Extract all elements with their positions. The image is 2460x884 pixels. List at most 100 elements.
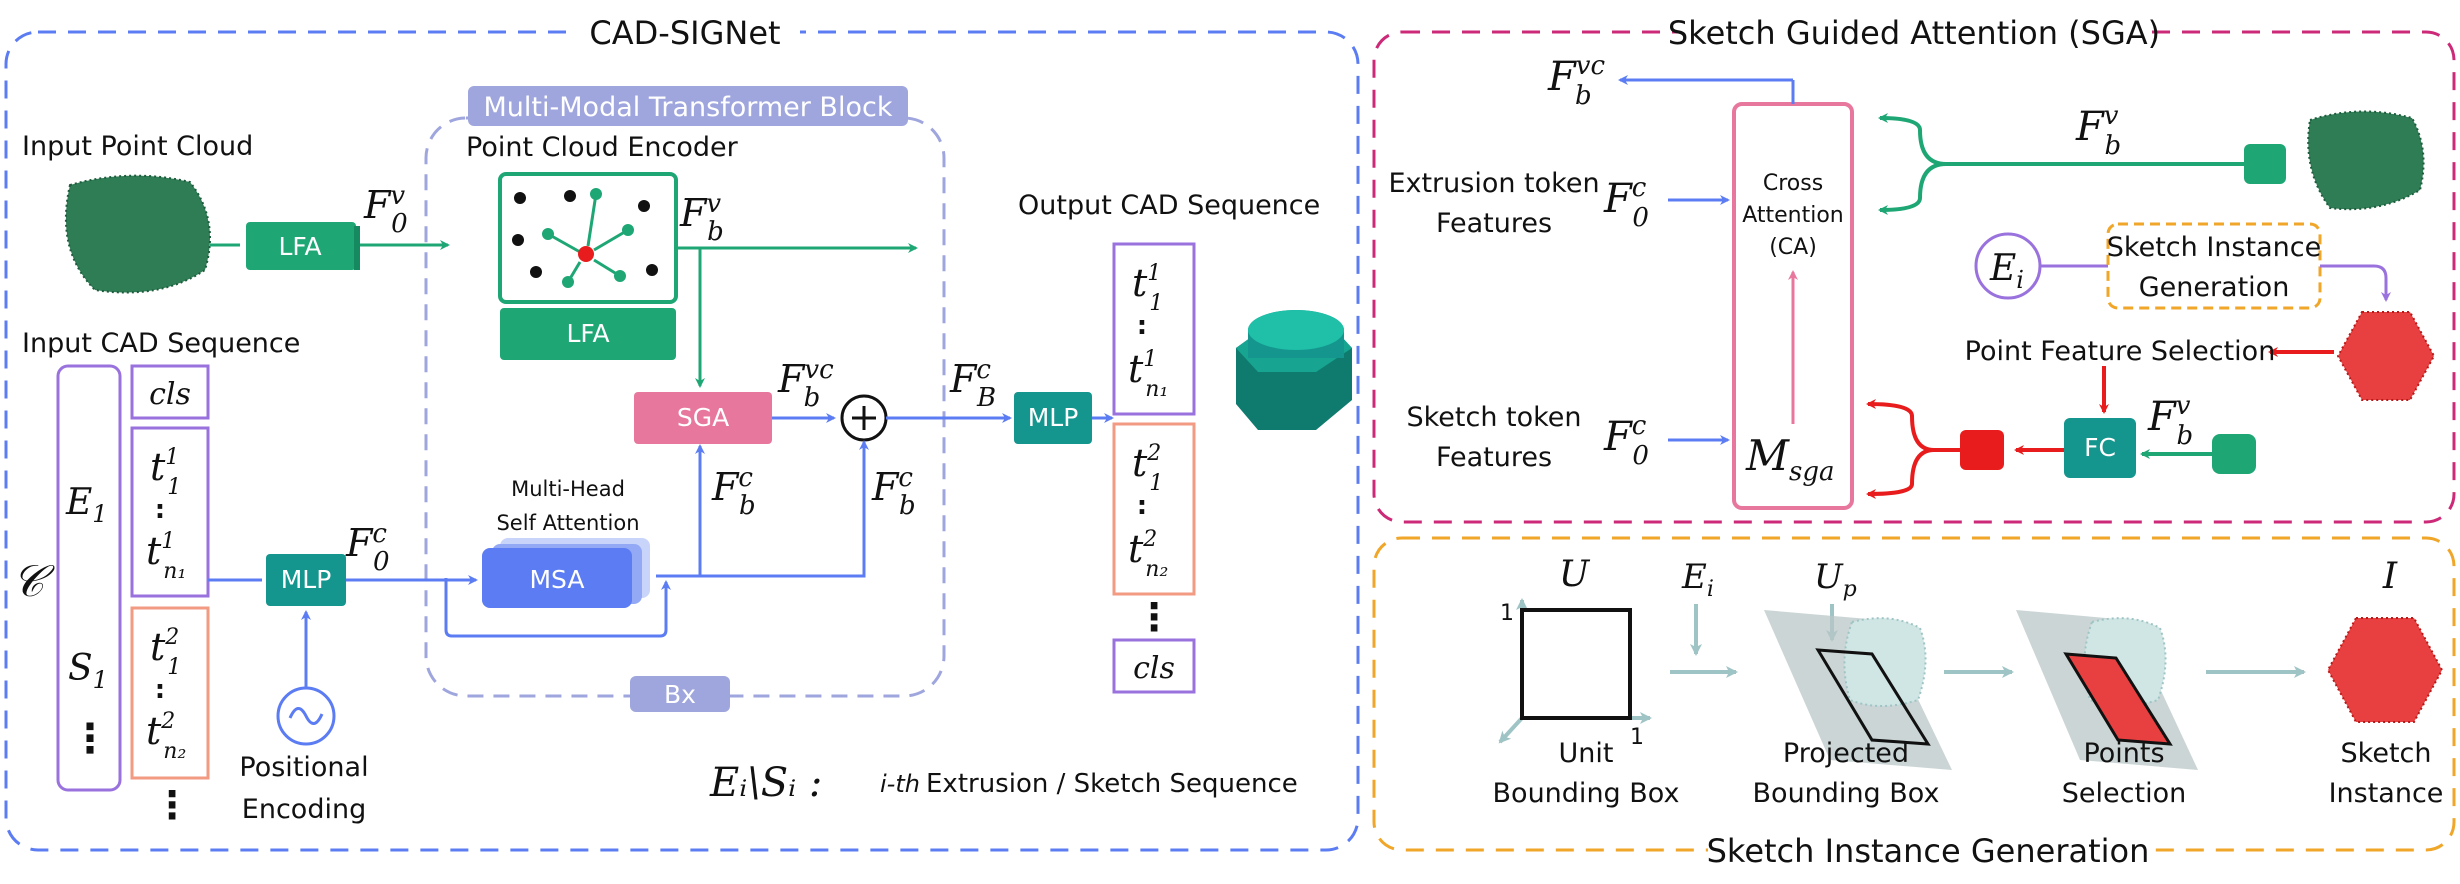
svg-text::: : bbox=[155, 675, 165, 705]
svg-text:cls: cls bbox=[149, 377, 191, 412]
mlp-input-label: MLP bbox=[281, 565, 332, 594]
points-selection-line1: Points bbox=[2083, 738, 2164, 769]
sga-sketch-instance bbox=[2336, 311, 2436, 401]
fc-label: FC bbox=[2084, 433, 2116, 462]
mmtb-title: Multi-Modal Transformer Block bbox=[484, 92, 893, 123]
svg-text:t11: t11 bbox=[1132, 261, 1163, 316]
ca-line2: Attention bbox=[1742, 203, 1844, 228]
mlp-input-block bbox=[266, 554, 346, 606]
sig-panel bbox=[1372, 536, 2456, 852]
svg-text:1: 1 bbox=[1500, 601, 1514, 626]
sketch-token-group-input bbox=[130, 606, 210, 780]
input-cad-sequence-label: Input CAD Sequence bbox=[22, 328, 300, 359]
mlp-output-label: MLP bbox=[1028, 403, 1079, 432]
sga-red-feature-node bbox=[1960, 430, 2004, 470]
local-feature-points bbox=[512, 188, 658, 288]
cad-seq-vdots: ⋮ bbox=[70, 716, 110, 762]
input-point-cloud-label: Input Point Cloud bbox=[22, 131, 253, 162]
sig-Ei-symbol: Ei bbox=[1681, 557, 1714, 602]
cad-seq-bracket bbox=[56, 364, 122, 792]
extrusion-token-group-output bbox=[1112, 242, 1196, 416]
sketch-token-line1: Sketch token bbox=[1406, 402, 1581, 433]
S1-symbol: S1 bbox=[68, 648, 108, 694]
sga-sig-block bbox=[2106, 222, 2322, 310]
sketch-instance-line1: Sketch bbox=[2341, 738, 2432, 769]
legend-ith: i-th bbox=[880, 770, 920, 798]
sig-sketch-instance bbox=[2326, 617, 2444, 723]
fc-block bbox=[2064, 418, 2136, 478]
sketch-token-group-output bbox=[1112, 422, 1196, 596]
sga-panel-title: Sketch Guided Attention (SGA) bbox=[1668, 14, 2160, 52]
unit-bbox-line1: Unit bbox=[1559, 738, 1614, 769]
Up-symbol: Up bbox=[1814, 557, 1857, 602]
mhsa-line2: Self Attention bbox=[496, 511, 639, 535]
sga-green-feature-node bbox=[2244, 144, 2286, 184]
cls-token-output bbox=[1112, 638, 1196, 694]
svg-text:t11: t11 bbox=[150, 445, 181, 500]
unit-bbox-line2: Bounding Box bbox=[1493, 778, 1680, 809]
projected-bbox-line1: Projected bbox=[1783, 738, 1909, 769]
sga-sig-line1: Sketch Instance bbox=[2107, 232, 2321, 263]
svg-text:cls: cls bbox=[1133, 651, 1175, 686]
extrusion-token-line2: Features bbox=[1436, 208, 1552, 239]
cad-signet-title: CAD-SIGNet bbox=[589, 14, 780, 52]
lfa-input-block bbox=[246, 222, 356, 270]
positional-encoding-line1: Positional bbox=[239, 752, 368, 783]
sga-sig-line2: Generation bbox=[2139, 272, 2290, 303]
input-point-cloud bbox=[64, 174, 211, 294]
legend-rest: Extrusion / Sketch Sequence bbox=[926, 769, 1298, 799]
lfa-encoder-label: LFA bbox=[566, 319, 609, 348]
points-selection-line2: Selection bbox=[2062, 778, 2186, 809]
input-seq-vdots: ⋮ bbox=[153, 783, 191, 827]
msa-block bbox=[482, 548, 632, 608]
output-seq-vdots: ⋮ bbox=[1135, 595, 1173, 639]
svg-text:t21: t21 bbox=[1132, 441, 1163, 496]
sga-label: SGA bbox=[677, 403, 729, 432]
pce-title: Point Cloud Encoder bbox=[466, 132, 739, 163]
sketch-instance-line2: Instance bbox=[2329, 778, 2444, 809]
positional-encoding-line2: Encoding bbox=[242, 794, 366, 825]
mmtb-title-box bbox=[468, 86, 908, 126]
legend-math: Eᵢ\Sᵢ : bbox=[709, 760, 822, 806]
mhsa-line1: Multi-Head bbox=[511, 477, 625, 501]
cls-token-input bbox=[130, 364, 210, 420]
sga-green-input-node bbox=[2212, 434, 2256, 474]
svg-text::: : bbox=[1137, 491, 1147, 521]
projected-bbox-line2: Bounding Box bbox=[1753, 778, 1940, 809]
unit-bounding-box bbox=[1520, 608, 1632, 720]
lfa-encoder-block bbox=[500, 308, 676, 360]
svg-text:Ei: Ei bbox=[1989, 248, 2024, 294]
sga-block bbox=[634, 392, 772, 444]
selected-points bbox=[2063, 652, 2173, 746]
I-symbol: I bbox=[2382, 556, 2398, 597]
E1-symbol: E1 bbox=[65, 482, 108, 528]
svg-text::: : bbox=[1137, 311, 1147, 341]
svg-text:t21: t21 bbox=[150, 625, 181, 680]
sketch-token-line2: Features bbox=[1436, 442, 1552, 473]
bx-box bbox=[630, 676, 730, 712]
svg-text::: : bbox=[155, 495, 165, 525]
output-cad-model bbox=[1236, 310, 1352, 430]
bx-label: Bx bbox=[664, 680, 696, 709]
projected-point-cloud bbox=[1843, 617, 1927, 707]
Msga-symbol: Msga bbox=[1745, 431, 1835, 487]
extrusion-token-line1: Extrusion token bbox=[1388, 168, 1599, 199]
ca-line1: Cross bbox=[1763, 171, 1823, 196]
lfa-input-label: LFA bbox=[278, 232, 321, 261]
sig-panel-title: Sketch Instance Generation bbox=[1707, 832, 2150, 870]
